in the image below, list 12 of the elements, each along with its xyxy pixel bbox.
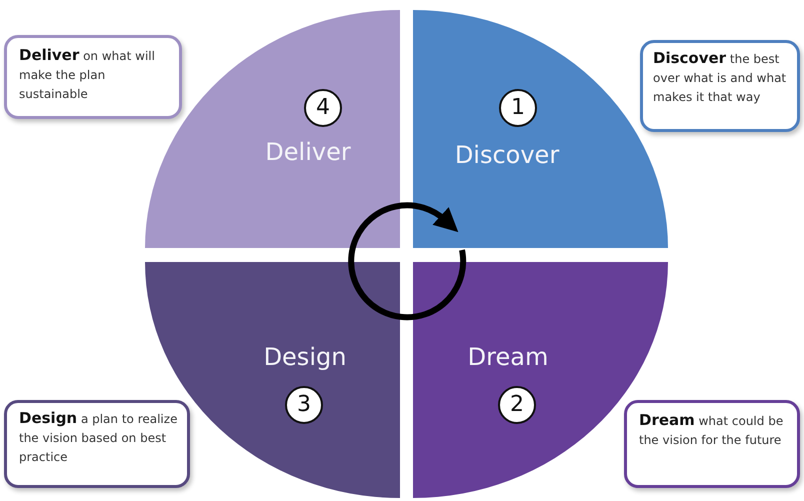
phase-label: Discover [454, 141, 560, 169]
phase-label: Design [264, 343, 346, 371]
callout-box [4, 400, 190, 488]
description-text: Deliver on what will make the plan sustainable [19, 46, 156, 103]
description-text: Design a plan to realize the vision based on best practice [19, 409, 178, 466]
phase-label: Dream [468, 343, 548, 371]
callout-box [4, 35, 182, 119]
description-text: Discover the best over what is and what makes it that way [653, 49, 788, 106]
callout-box [624, 400, 800, 488]
phase-label: Deliver [265, 138, 351, 166]
callout-box [640, 40, 800, 132]
description-text: Dream what could be the vision for the future [639, 411, 784, 449]
